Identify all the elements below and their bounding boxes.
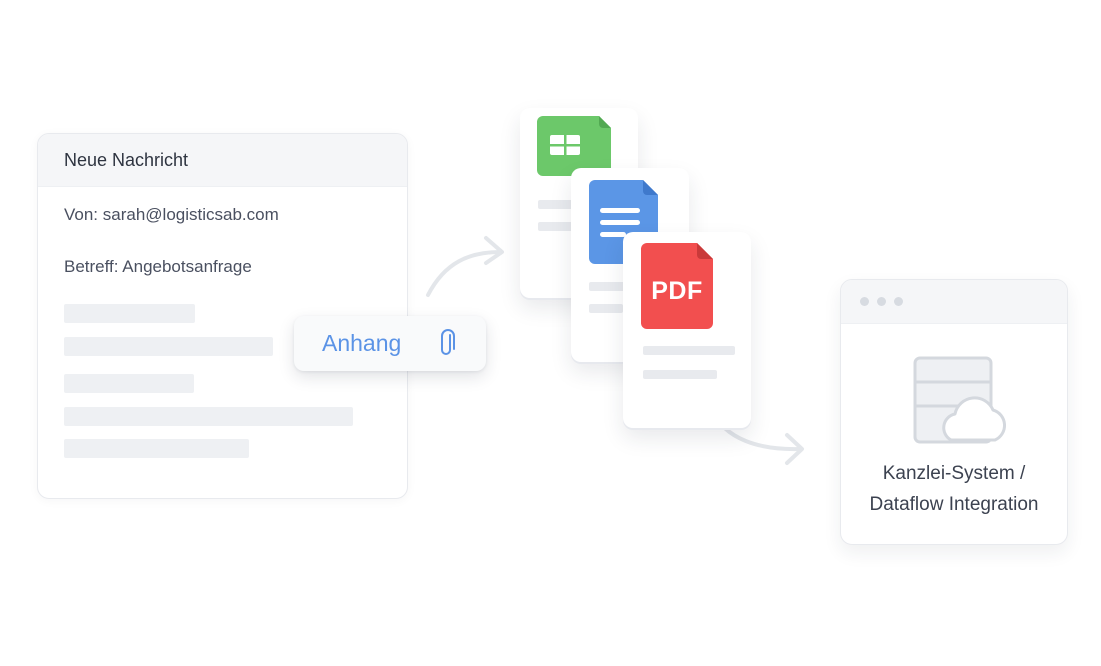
email-title: Neue Nachricht — [64, 150, 189, 170]
pdf-label: PDF — [651, 277, 703, 305]
email-body-placeholder — [64, 374, 194, 393]
email-from: Von: sarah@logisticsab.com — [64, 205, 279, 224]
attachment-chip[interactable]: Anhang — [294, 316, 486, 371]
document-line — [538, 200, 586, 209]
email-subject: Betreff: Angebotsanfrage — [64, 257, 252, 276]
spreadsheet-icon — [537, 116, 611, 176]
document-line — [589, 282, 631, 291]
system-title: Kanzlei-System / Dataflow Integration — [841, 458, 1067, 520]
document-line — [589, 304, 623, 313]
document-line — [538, 222, 576, 231]
target-system-window: Kanzlei-System / Dataflow Integration — [840, 279, 1068, 545]
window-dot — [877, 297, 886, 306]
window-dot — [860, 297, 869, 306]
system-title-line1: Kanzlei-System / — [882, 463, 1026, 484]
email-body-placeholder — [64, 439, 249, 458]
email-body-placeholder — [64, 304, 195, 323]
database-cloud-icon — [913, 356, 1006, 444]
email-body-placeholder — [64, 407, 353, 426]
email-body-placeholder — [64, 337, 273, 356]
window-titlebar — [841, 280, 1067, 324]
pdf-icon: PDF — [641, 243, 713, 329]
window-dot — [894, 297, 903, 306]
document-line — [643, 346, 735, 355]
document-line — [643, 370, 717, 379]
attachment-label: Anhang — [322, 330, 402, 356]
paperclip-icon — [441, 329, 455, 355]
system-title-line2: Dataflow Integration — [869, 494, 1039, 515]
email-header — [38, 134, 407, 187]
